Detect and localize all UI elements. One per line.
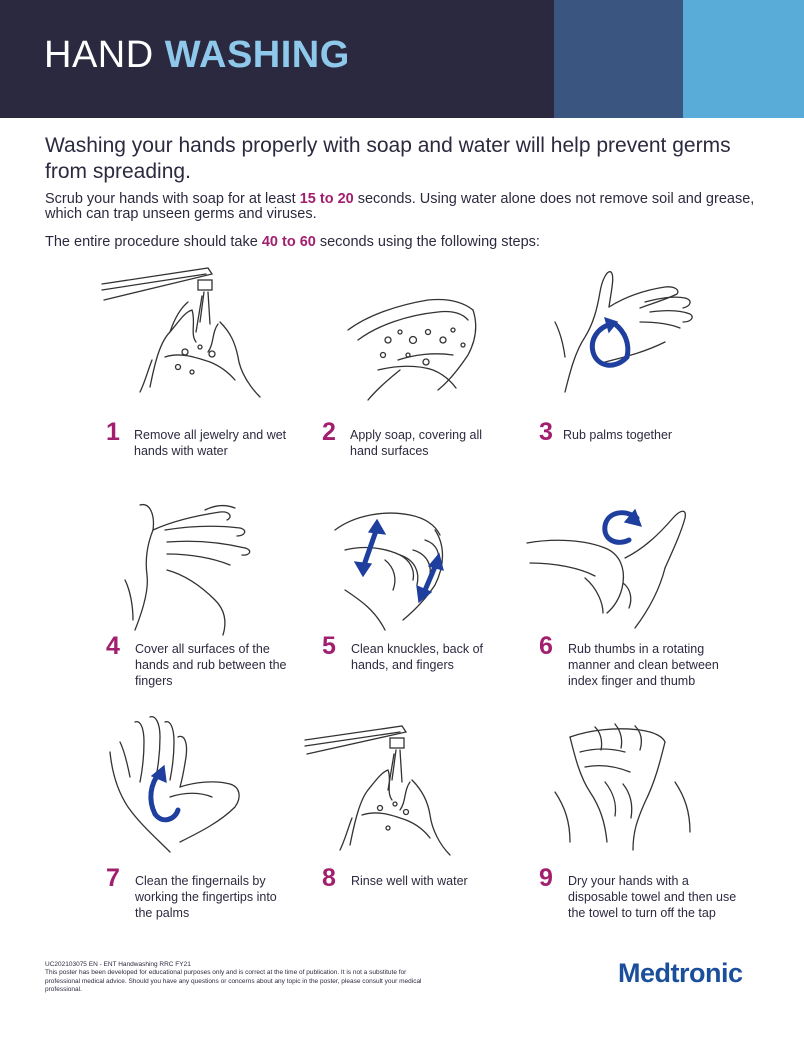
step-text-1: Remove all jewelry and wet hands with wa… xyxy=(134,428,287,458)
paper-towel-icon xyxy=(545,712,745,862)
step-number-8: 8 xyxy=(322,864,336,892)
rinse-hands-icon xyxy=(300,720,500,870)
step-number-9: 9 xyxy=(539,864,553,892)
p2-text-after: seconds using the following steps: xyxy=(315,234,540,250)
footer-document-code: UC202103075 EN - ENT Handwashing RRC FY2… xyxy=(45,961,191,968)
step-number-2: 2 xyxy=(322,418,336,446)
intro-paragraph-1: Scrub your hands with soap for at least … xyxy=(45,192,765,222)
step-text-5: Clean knuckles, back of hands, and finge… xyxy=(351,642,484,672)
interlaced-fingers-icon xyxy=(105,490,305,640)
footer-disclaimer: This poster has been developed for educa… xyxy=(45,969,422,993)
rub-palms-icon xyxy=(545,262,745,412)
header-block-mid-blue xyxy=(554,0,683,118)
title-bold: WASHING xyxy=(164,34,350,76)
step-number-3: 3 xyxy=(539,418,553,446)
step-text-7: Clean the fingernails by working the fin… xyxy=(135,874,277,920)
step-text-4: Cover all surfaces of the hands and rub … xyxy=(135,642,287,688)
step-text-8: Rinse well with water xyxy=(351,874,468,888)
step-text-2: Apply soap, covering all hand surfaces xyxy=(350,428,483,458)
soapy-hands-icon xyxy=(338,270,538,420)
step-text-3: Rub palms together xyxy=(563,428,673,442)
p1-text-after: seconds. Using water alone does not remo… xyxy=(45,191,755,222)
step-number-4: 4 xyxy=(106,632,120,660)
header-block-light-blue xyxy=(683,0,804,118)
p1-text-before: Scrub your hands with soap for at least xyxy=(45,191,300,207)
step-text-9: Dry your hands with a disposable towel a… xyxy=(568,874,737,920)
knuckles-icon xyxy=(325,490,525,640)
page-title: HAND WASHING xyxy=(44,34,350,77)
headline: Washing your hands properly with soap an… xyxy=(45,134,731,183)
fingertips-palm-icon xyxy=(100,712,300,862)
p2-highlight: 40 to 60 xyxy=(261,234,316,250)
step-text-6: Rub thumbs in a rotating manner and clea… xyxy=(568,642,719,688)
step-number-6: 6 xyxy=(539,632,553,660)
title-light: HAND xyxy=(44,34,154,76)
step-number-5: 5 xyxy=(322,632,336,660)
step-number-1: 1 xyxy=(106,418,120,446)
faucet-hands-icon xyxy=(100,262,300,412)
p2-text-before: The entire procedure should take xyxy=(45,234,262,250)
p1-highlight: 15 to 20 xyxy=(299,191,354,207)
thumb-rotate-icon xyxy=(525,488,725,638)
intro-paragraph-2: The entire procedure should take 40 to 6… xyxy=(45,235,765,250)
step-number-7: 7 xyxy=(106,864,120,892)
medtronic-logo: Medtronic xyxy=(618,958,743,988)
